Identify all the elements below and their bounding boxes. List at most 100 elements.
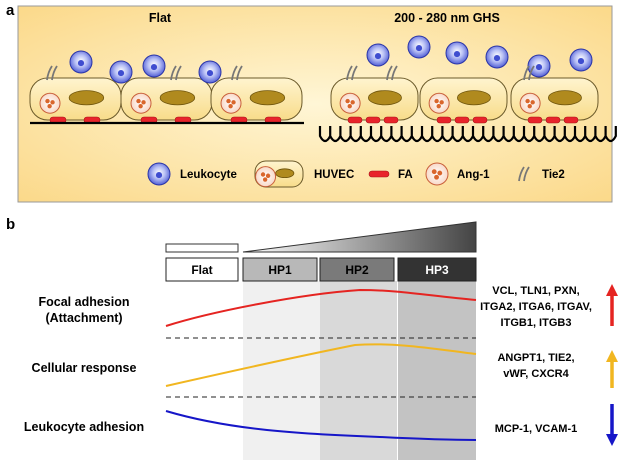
column-header-label-hp3: HP3 xyxy=(425,263,449,277)
leukocyte-icon xyxy=(527,54,551,78)
focal-adhesion-icon xyxy=(527,116,543,124)
ang1-vesicle-icon xyxy=(220,92,242,114)
tie2-strand xyxy=(351,65,358,81)
huvec-cell xyxy=(254,160,304,188)
huvec-nucleus xyxy=(275,168,295,179)
leukocyte-icon xyxy=(109,60,133,84)
huvec-cell xyxy=(210,77,303,121)
huvec-cell xyxy=(419,77,508,121)
legend-tie2-label: Tie2 xyxy=(542,169,565,181)
ghs-title: 200 - 280 nm GHS xyxy=(394,11,500,25)
row-label-line: (Attachment) xyxy=(45,311,122,325)
row-label-line: Cellular response xyxy=(32,361,137,375)
ang1-dot xyxy=(527,103,532,109)
ang1-vesicle-icon xyxy=(425,162,449,186)
huvec-cell xyxy=(120,77,213,121)
ang1-dot xyxy=(260,172,266,177)
genes-cellular-response: ANGPT1, TIE2,vWF, CXCR4 xyxy=(497,352,574,380)
ang1-vesicle-icon xyxy=(255,166,277,188)
ang1-dot xyxy=(431,169,437,175)
ang1-dot xyxy=(345,98,350,104)
huvec-nucleus xyxy=(368,90,402,106)
leukocyte-icon xyxy=(69,50,93,74)
ang1-vesicle xyxy=(39,92,61,114)
ang1-vesicle xyxy=(255,166,277,188)
leukocyte-nucleus xyxy=(577,58,585,65)
gene-list-line: ITGB1, ITGB3 xyxy=(501,317,572,329)
ang1-dot xyxy=(231,100,236,105)
tie2-receptor-icon xyxy=(46,65,58,81)
legend-huvec-label: HUVEC xyxy=(314,169,354,181)
huvec-nucleus xyxy=(249,90,286,106)
huvec-nucleus xyxy=(457,90,491,106)
huvec-cell xyxy=(29,77,122,121)
ang1-vesicle xyxy=(428,92,450,114)
ang1-dot xyxy=(434,174,439,180)
ang1-dot xyxy=(47,103,52,109)
row-label-focal-adhesion: Focal adhesion(Attachment) xyxy=(39,295,130,325)
arrow-head xyxy=(606,434,618,446)
ang1-dot xyxy=(439,100,444,105)
panel-b-label: b xyxy=(6,216,16,233)
gene-list-line: vWF, CXCR4 xyxy=(503,368,569,380)
cellular-response-curve xyxy=(165,343,477,387)
leukocyte-icon xyxy=(366,43,390,67)
column-shading xyxy=(243,281,476,460)
leukocyte-icon xyxy=(198,60,222,84)
ang1-dot xyxy=(265,173,271,178)
focal-adhesion-icon xyxy=(454,116,470,124)
leukocyte-nucleus xyxy=(155,172,163,179)
leukocyte-nucleus xyxy=(493,55,501,62)
tie2-strand xyxy=(346,65,353,81)
gene-list-line: VCL, TLN1, PXN, xyxy=(492,285,579,297)
column-header-box-hp2 xyxy=(319,257,395,282)
leukocyte-icon xyxy=(569,48,593,72)
row-label-cellular-response: Cellular response xyxy=(32,361,137,375)
tie2-receptor-icon xyxy=(346,65,358,81)
tie2-strand xyxy=(170,65,177,81)
focal-adhesion-icon xyxy=(365,116,381,124)
leukocyte-icon xyxy=(445,41,469,65)
column-header-box-hp3 xyxy=(397,257,477,282)
huvec-nucleus xyxy=(159,90,196,106)
row-label-leukocyte-adhesion: Leukocyte adhesion xyxy=(24,420,144,434)
tie2-receptor-icon xyxy=(386,65,398,81)
tie2-strand xyxy=(386,65,393,81)
huvec-cell xyxy=(510,77,599,121)
ang1-dot xyxy=(226,98,231,104)
ghs-cell-layer xyxy=(330,35,599,124)
ang1-vesicle-icon xyxy=(428,92,450,114)
flat-cell-layer xyxy=(29,50,303,124)
leukocyte-nucleus xyxy=(535,64,543,71)
ghs-substrate xyxy=(318,126,617,143)
ang1-vesicle xyxy=(519,92,541,114)
tie2-strand xyxy=(518,166,525,182)
ang1-vesicle-icon xyxy=(39,92,61,114)
tie2-strand xyxy=(523,166,530,182)
cellular-response-up-arrow-icon xyxy=(606,350,618,388)
focal-adhesion-icon xyxy=(383,116,399,124)
focal-adhesion-icon xyxy=(472,116,488,124)
focal-adhesion-icon xyxy=(347,116,363,124)
ang1-vesicle-icon xyxy=(339,92,361,114)
tie2-strand xyxy=(231,65,238,81)
gene-list-line: ITGA2, ITGA6, ITGAV, xyxy=(480,301,592,313)
column-shade-hp3 xyxy=(398,281,476,460)
leukocyte-icon xyxy=(147,162,171,186)
ang1-dot xyxy=(434,98,439,104)
ang1-vesicle xyxy=(220,92,242,114)
ang1-dot xyxy=(136,98,141,104)
ang1-dot xyxy=(530,100,535,105)
ang1-vesicle xyxy=(339,92,361,114)
arrow-head xyxy=(606,284,618,296)
tie2-strand xyxy=(175,65,182,81)
leukocyte-adhesion-curve xyxy=(165,410,477,441)
column-shade-hp2 xyxy=(320,281,397,460)
gene-list-line: MCP-1, VCAM-1 xyxy=(495,423,578,435)
ang1-vesicle xyxy=(425,162,449,186)
leukocyte-icon xyxy=(407,35,431,59)
focal-adhesion-curve xyxy=(165,288,477,327)
